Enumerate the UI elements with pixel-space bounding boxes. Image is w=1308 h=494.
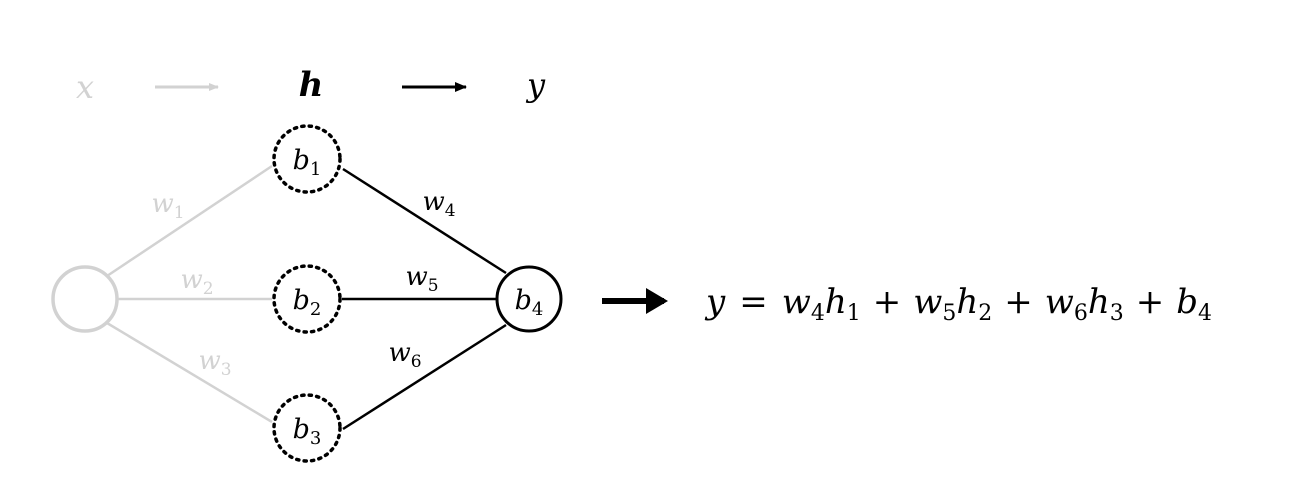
edge-h1-output <box>342 167 507 275</box>
input-node <box>51 265 119 333</box>
hidden-node-1-label: b1 <box>293 145 322 180</box>
edge-input-h1 <box>106 164 273 278</box>
output-layer-label: y <box>525 66 546 104</box>
hidden-layer-label: h <box>299 65 324 105</box>
weight-label-w1: w1 <box>151 189 184 223</box>
edge-h3-output <box>342 323 507 431</box>
output-to-equation-arrowhead <box>646 288 668 314</box>
input-layer-label: x <box>76 68 94 106</box>
edge-input-h3 <box>106 321 273 424</box>
output-node-label: b4 <box>515 285 544 320</box>
hidden-node-3 <box>272 393 342 463</box>
weight-label-w3: w3 <box>198 346 231 380</box>
hidden-node-2-label: b2 <box>293 285 322 320</box>
weight-label-w4: w4 <box>422 187 455 221</box>
weight-label-w5: w5 <box>405 262 438 296</box>
output-equation: y=w4h1+w5h2+w6h3+b4 <box>704 282 1212 326</box>
hidden-node-2 <box>272 264 342 334</box>
weight-label-w2: w2 <box>180 265 213 299</box>
weight-label-w6: w6 <box>388 338 421 372</box>
hidden-node-1 <box>272 124 342 194</box>
hidden-node-3-label: b3 <box>293 414 322 449</box>
output-node <box>495 265 563 333</box>
